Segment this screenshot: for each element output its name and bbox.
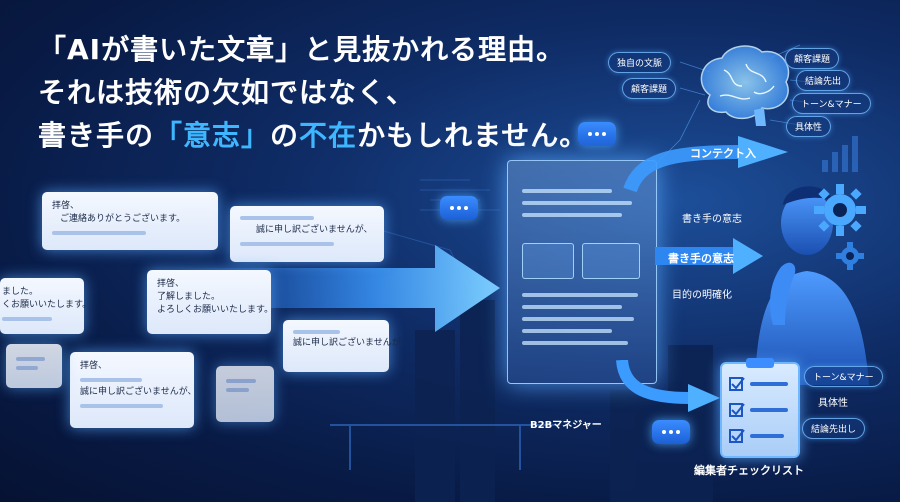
letter-card: 誠に申し訳ございませんが、 [230, 206, 384, 262]
card-line-2: 誠に申し訳ございませんが、 [256, 225, 373, 235]
card-line-1: 拝啓、 [80, 361, 108, 371]
text-placeholder-line [2, 317, 53, 321]
card-line-2: ご連絡ありがとうございます。 [60, 214, 186, 224]
intent-arrow [655, 238, 763, 274]
headline-accent-absence: 不在 [299, 119, 358, 152]
card-line-3: よろしくお願いいたします。 [157, 305, 274, 315]
chat-bubble-icon [578, 122, 616, 146]
letter-card [216, 366, 274, 422]
text-placeholder-line [16, 366, 38, 370]
card-line-1: 拝啓、 [52, 201, 80, 211]
text-placeholder-line [522, 341, 628, 345]
purpose-clarification-label: 目的の明確化 [672, 290, 732, 301]
text-placeholder-line [522, 329, 612, 333]
chat-bubble-icon [652, 420, 690, 444]
letter-card: 拝啓、 誠に申し訳ございませんが、 [70, 352, 197, 428]
checklist-title: 編集者チェックリスト [694, 464, 804, 477]
gear-icon [814, 184, 866, 270]
text-placeholder-line [522, 293, 638, 297]
headline-line-3-post: かもしれません。 [357, 119, 589, 152]
card-line-2: 了解しました。 [157, 292, 221, 302]
text-placeholder-line [522, 317, 634, 321]
checklist-item-specificity: 具体性 [818, 398, 848, 409]
checklist-arrow [616, 360, 720, 412]
card-line-2: 誠に申し訳ございませんが、 [80, 387, 197, 397]
chat-bubble-icon [440, 196, 478, 220]
context-in-label: コンテクト入 [690, 147, 756, 160]
tag-customer-issue-right: 顧客課題 [785, 48, 840, 69]
text-placeholder-line [240, 216, 314, 220]
text-placeholder-line [80, 378, 143, 382]
headline-line-1: 「AIが書いた文章」と見抜かれる理由。 [38, 33, 566, 66]
checklist-clipboard-icon [720, 358, 800, 458]
manager-label: B2Bマネジャー [530, 420, 602, 431]
thinking-person-icon [755, 186, 869, 385]
headline-line-3-mid: の [270, 119, 300, 152]
text-placeholder-line [293, 330, 341, 334]
text-placeholder-line [522, 201, 632, 205]
card-line-1: 拝啓、 [157, 279, 185, 289]
text-placeholder-line [240, 242, 334, 246]
headline-line-3-pre: 書き手の [38, 119, 155, 152]
letter-card: ました。 くお願いいたします。 [0, 278, 92, 334]
checklist-item-tone: トーン&マナー [804, 366, 883, 387]
context-arrow [623, 136, 788, 193]
document-block [582, 243, 640, 279]
text-placeholder-line [522, 213, 622, 217]
checklist-item-conclusion: 結論先出し [802, 418, 866, 439]
brain-icon [700, 45, 790, 126]
text-placeholder-line [226, 379, 257, 383]
letter-card: 拝啓、 ご連絡ありがとうございます。 [42, 192, 218, 250]
card-line-2: 誠に申し訳ございませんが、 [293, 338, 410, 348]
tag-unique-context: 独自の文脈 [608, 52, 672, 73]
headline-line-3: 書き手の「意志」の不在かもしれません。 [38, 114, 588, 154]
card-line-2: くお願いいたします。 [2, 300, 92, 310]
text-placeholder-line [522, 189, 612, 193]
letter-card [6, 344, 62, 388]
document-block [522, 243, 574, 279]
document-icon [507, 160, 657, 384]
card-line-1: ました。 [2, 287, 39, 297]
text-placeholder-line [52, 231, 146, 235]
text-placeholder-line [226, 388, 249, 392]
writer-intent-label: 書き手の意志 [682, 214, 742, 225]
text-placeholder-line [80, 404, 164, 408]
headline-accent-intent: 「意志」 [154, 119, 271, 152]
main-flow-arrow [180, 245, 500, 332]
text-placeholder-line [16, 357, 45, 361]
tag-tone-manner: トーン&マナー [792, 93, 871, 114]
text-placeholder-line [522, 305, 622, 309]
letter-card: 誠に申し訳ございませんが、 [283, 320, 410, 372]
tag-specificity: 具体性 [786, 116, 832, 137]
writer-intent-arrow-label: 書き手の意志 [668, 252, 734, 265]
headline-line-2: それは技術の欠如ではなく、 [38, 76, 416, 109]
tag-customer-issue: 顧客課題 [622, 78, 677, 99]
tag-conclusion-first: 結論先出 [796, 70, 851, 91]
letter-card: 拝啓、 了解しました。 よろしくお願いいたします。 [147, 270, 274, 334]
